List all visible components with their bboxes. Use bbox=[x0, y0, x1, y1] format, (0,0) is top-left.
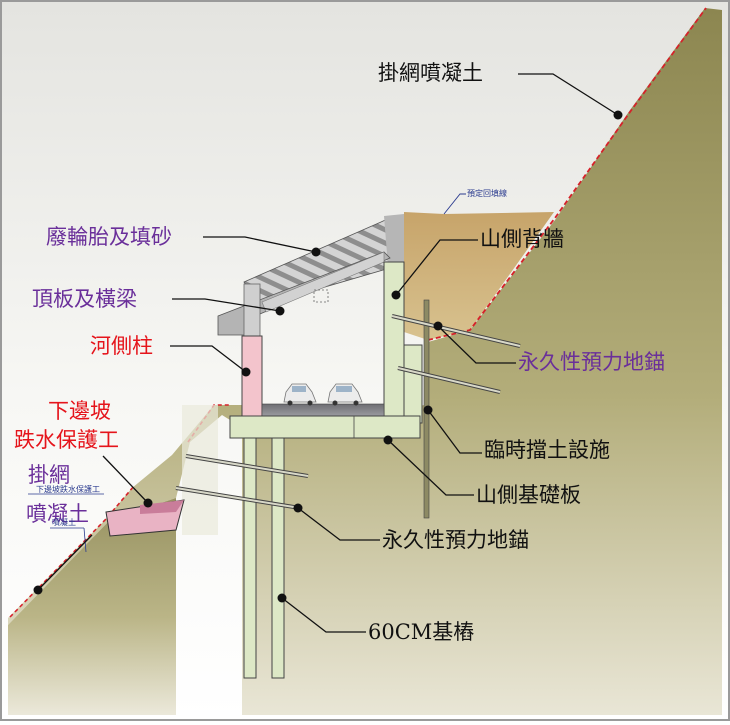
pile-right bbox=[271, 437, 285, 679]
label-planned-backfill: 預定回填線 bbox=[467, 189, 507, 198]
hill-terrain bbox=[8, 8, 722, 715]
leader-lines bbox=[37, 73, 619, 633]
back-wall-buttress bbox=[403, 344, 423, 424]
ground-line-upper bbox=[427, 7, 707, 341]
label-temp-retaining: 臨時擋土設施 bbox=[484, 438, 610, 462]
back-wall bbox=[383, 261, 405, 421]
label-roof-beam: 頂板及橫梁 bbox=[32, 287, 137, 311]
roof-detail-box bbox=[313, 289, 329, 303]
label-small-shotcrete: 噴凝土 bbox=[52, 518, 76, 527]
label-permanent-anchor-lower: 永久性預力地錨 bbox=[382, 528, 529, 552]
tire-fill-end bbox=[384, 214, 404, 266]
pile-left bbox=[243, 437, 257, 679]
foundation-slab bbox=[229, 415, 421, 439]
slope-zone bbox=[182, 405, 218, 535]
small-label-line-3 bbox=[83, 527, 87, 553]
label-lower-slope-2: 跌水保護工 bbox=[14, 428, 119, 452]
label-shotcrete-left-1: 掛網 bbox=[28, 463, 70, 487]
drop-protection-face bbox=[140, 500, 184, 514]
label-mountain-footing: 山側基礎板 bbox=[476, 483, 581, 507]
label-small-drop-protection: 下邊坡跌水保護工 bbox=[36, 485, 100, 494]
car-left bbox=[283, 383, 317, 406]
lower-slope-ground bbox=[8, 498, 176, 715]
anchors-upper bbox=[391, 314, 521, 394]
label-shotcrete-left-2: 噴凝土 bbox=[26, 502, 89, 526]
label-foundation-pile: 60CM基樁 bbox=[368, 620, 475, 644]
label-tire-fill: 廢輪胎及填砂 bbox=[46, 225, 172, 249]
label-permanent-anchor-upper: 永久性預力地錨 bbox=[518, 350, 665, 374]
backfill-leader bbox=[443, 193, 466, 215]
roof-edge-block bbox=[243, 283, 261, 337]
road-surface bbox=[261, 403, 385, 417]
leader-dots bbox=[33, 110, 623, 603]
label-lower-slope-1: 下邊坡 bbox=[48, 399, 111, 423]
label-river-column: 河側柱 bbox=[90, 334, 153, 358]
label-mountain-back-wall: 山側背牆 bbox=[480, 227, 564, 251]
label-shotcrete-top: 掛網噴凝土 bbox=[378, 61, 483, 85]
ground-line-lower bbox=[9, 485, 135, 618]
backfill-zone bbox=[404, 212, 554, 340]
car-right bbox=[327, 383, 363, 406]
anchors-lower bbox=[175, 454, 309, 510]
